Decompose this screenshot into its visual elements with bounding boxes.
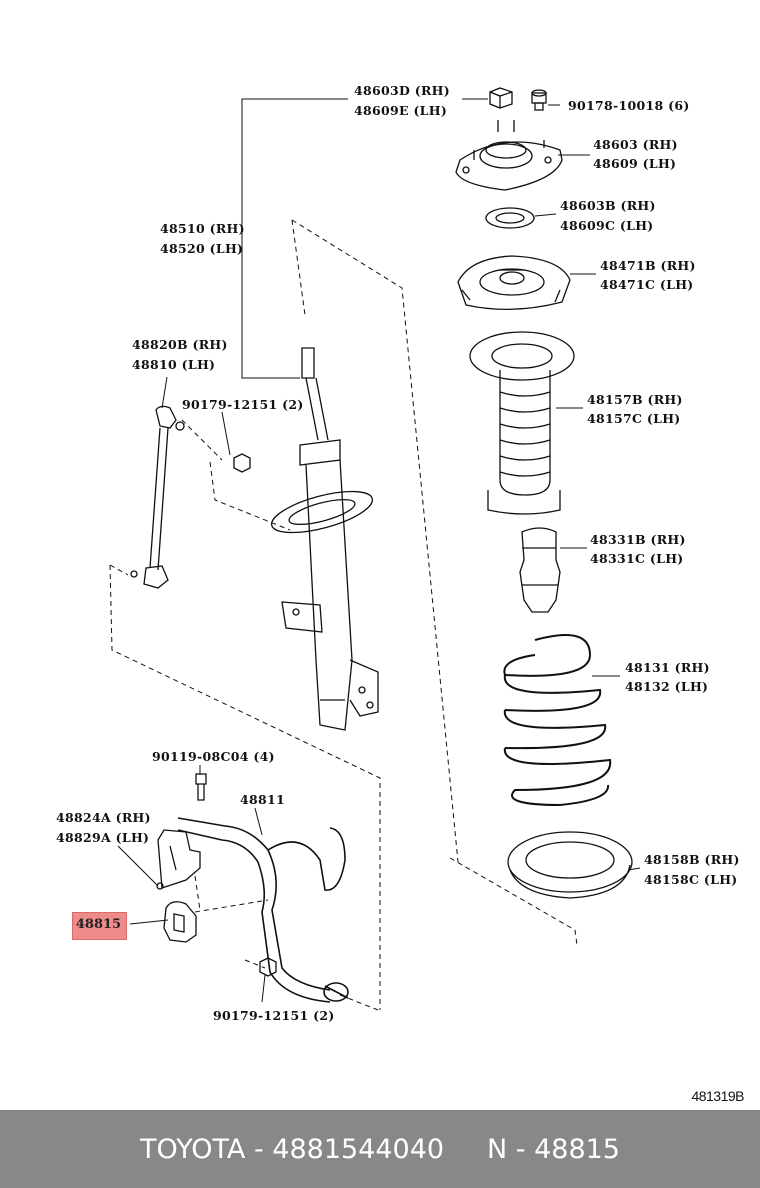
bearing-icon [485, 207, 535, 229]
bracket-icon [156, 829, 201, 890]
label-48158b-rh: 48158B (RH) [644, 852, 740, 867]
illustration-code: 481319B [691, 1088, 744, 1104]
dust-boot-icon [469, 331, 575, 515]
bolt-icon [531, 89, 547, 111]
label-48824a-rh: 48824A (RH) [56, 810, 151, 825]
label-48331b-rh: 48331B (RH) [590, 532, 686, 547]
label-90179-top: 90179-12151 (2) [182, 397, 304, 412]
upper-seat-icon [457, 255, 571, 310]
footer-text: TOYOTA - 4881544040 N - 48815 [139, 1133, 620, 1165]
lower-seat-icon [507, 831, 633, 899]
stabilizer-bar-icon [177, 817, 349, 1003]
parts-diagram: 48603D (RH) 48609E (LH) 90178-10018 (6) … [56, 83, 740, 1023]
bar-nut-icon [259, 957, 277, 977]
bushing-icon [163, 901, 197, 943]
label-48471b-rh: 48471B (RH) [600, 258, 696, 273]
part-labels: 48603D (RH) 48609E (LH) 90178-10018 (6) … [56, 83, 740, 1023]
label-48811: 48811 [240, 792, 285, 807]
label-48510-rh: 48510 (RH) [160, 221, 245, 236]
label-48131-rh: 48131 (RH) [625, 660, 710, 675]
label-90179-bottom: 90179-12151 (2) [213, 1008, 335, 1023]
label-48132-lh: 48132 (LH) [625, 679, 708, 694]
leader-lines [117, 98, 641, 1003]
label-48603d-rh: 48603D (RH) [354, 83, 450, 98]
upper-support-icon [455, 120, 563, 191]
dashed-outline [109, 219, 578, 1011]
label-48471c-lh: 48471C (LH) [600, 277, 694, 292]
label-48810-lh: 48810 (LH) [132, 357, 215, 372]
label-90119: 90119-08C04 (4) [152, 749, 275, 764]
label-48331c-lh: 48331C (LH) [590, 551, 684, 566]
label-48157c-lh: 48157C (LH) [587, 411, 681, 426]
stabilizer-link-icon [130, 405, 185, 589]
label-48603-rh: 48603 (RH) [593, 137, 678, 152]
label-48158c-lh: 48158C (LH) [644, 872, 738, 887]
label-48520-lh: 48520 (LH) [160, 241, 243, 256]
label-90178: 90178-10018 (6) [568, 98, 690, 113]
bracket-bolt-icon [195, 773, 207, 801]
bump-stopper-icon [519, 527, 561, 613]
highlighted-part-label[interactable]: 48815 [75, 917, 122, 932]
label-48609c-lh: 48609C (LH) [560, 218, 654, 233]
top-nut-icon [489, 87, 513, 109]
coil-spring-icon [503, 634, 612, 807]
label-48603b-rh: 48603B (RH) [560, 198, 656, 213]
footer-bar: TOYOTA - 4881544040 N - 48815 [0, 1110, 760, 1188]
link-nut-icon [233, 453, 251, 473]
highlight-box [72, 912, 127, 940]
label-48609e-lh: 48609E (LH) [354, 103, 447, 118]
label-48829a-lh: 48829A (LH) [56, 830, 149, 845]
shock-absorber-icon [270, 347, 379, 731]
label-48609-lh: 48609 (LH) [593, 156, 676, 171]
label-48157b-rh: 48157B (RH) [587, 392, 683, 407]
label-48820b-rh: 48820B (RH) [132, 337, 228, 352]
